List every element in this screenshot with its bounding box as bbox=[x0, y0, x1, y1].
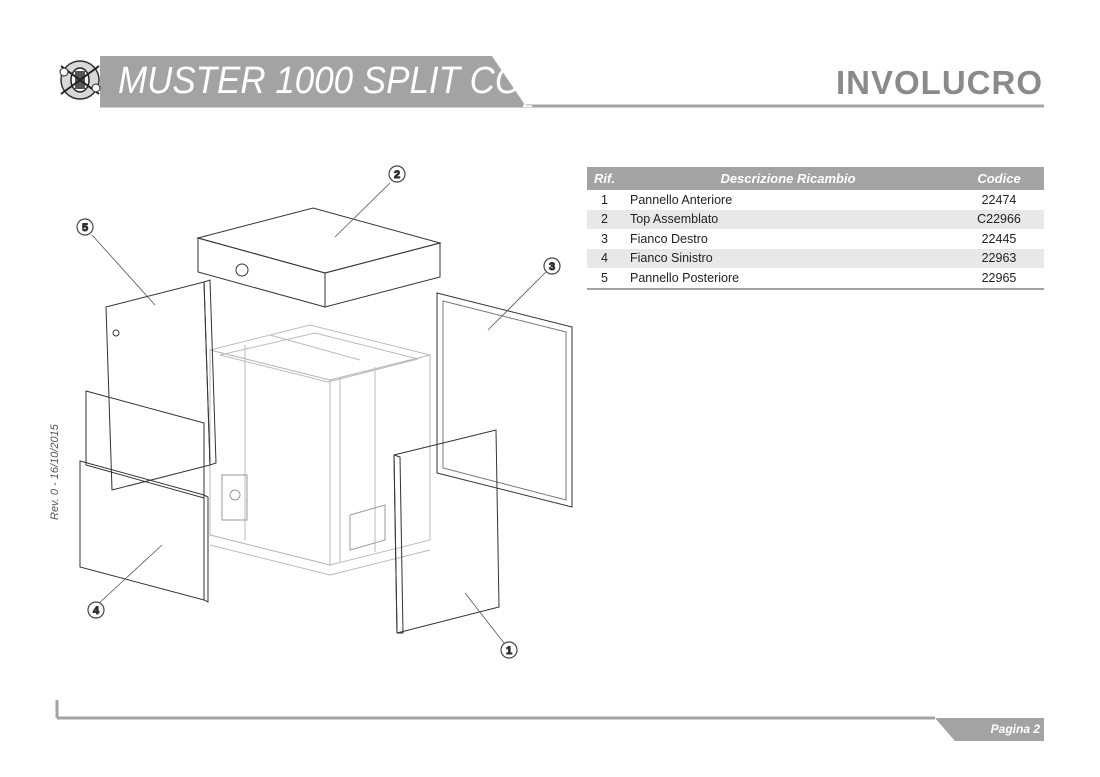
callout-1: 1 bbox=[500, 641, 518, 659]
callout-3: 3 bbox=[543, 257, 561, 275]
header-code: Codice bbox=[954, 167, 1044, 190]
row-code: 22965 bbox=[954, 268, 1044, 290]
table-row: 4 Fianco Sinistro 22963 bbox=[587, 248, 1044, 268]
row-ref: 1 bbox=[601, 192, 608, 207]
row-description: Pannello Anteriore bbox=[630, 192, 733, 207]
table-row: 3 Fianco Destro 22445 bbox=[587, 229, 1044, 249]
row-code: C22966 bbox=[954, 209, 1044, 229]
svg-text:1: 1 bbox=[506, 645, 512, 657]
rear-panel bbox=[105, 279, 217, 491]
table-row: 5 Pannello Posteriore 22965 bbox=[587, 268, 1044, 290]
compressor-logo-icon bbox=[59, 60, 101, 100]
revision-label: Rev. 0 - 16/10/2015 bbox=[49, 424, 61, 520]
header-band bbox=[59, 56, 1044, 108]
svg-text:5: 5 bbox=[82, 222, 88, 234]
row-description: Fianco Sinistro bbox=[622, 248, 954, 268]
table-row: 2 Top Assemblato C22966 bbox=[587, 209, 1044, 229]
callout-5: 5 bbox=[76, 218, 94, 236]
svg-text:2: 2 bbox=[394, 169, 400, 181]
row-ref: 2 bbox=[587, 209, 622, 229]
row-description: Fianco Destro bbox=[630, 231, 708, 246]
callout-2: 2 bbox=[388, 165, 406, 183]
page-number: Pagina 2 bbox=[990, 722, 1040, 736]
product-title-subscript: 2 bbox=[523, 87, 535, 112]
right-side-panel bbox=[436, 292, 573, 508]
header-description: Descrizione Ricambio bbox=[622, 167, 954, 190]
product-title: MUSTER 1000 SPLIT CO2 bbox=[118, 60, 535, 112]
row-description: Pannello Posteriore bbox=[622, 268, 954, 290]
front-panel bbox=[393, 429, 500, 634]
frame-structure bbox=[209, 324, 431, 576]
exploded-view-drawing: 2 5 3 4 1 bbox=[76, 165, 573, 659]
row-ref: 5 bbox=[587, 268, 622, 290]
callout-4: 4 bbox=[87, 601, 105, 619]
svg-text:4: 4 bbox=[93, 605, 100, 617]
table-row: 1 Pannello Anteriore 22474 bbox=[587, 190, 1044, 210]
row-code: 22963 bbox=[954, 248, 1044, 268]
footer-band bbox=[55, 700, 1044, 741]
header-ref: Rif. bbox=[587, 167, 622, 190]
left-side-panel bbox=[79, 390, 209, 603]
parts-table: Rif. Descrizione Ricambio Codice 1 Panne… bbox=[587, 167, 1044, 290]
row-ref: 3 bbox=[601, 231, 608, 246]
top-panel bbox=[196, 207, 442, 308]
row-code: 22445 bbox=[981, 231, 1017, 246]
table-header-row: Rif. Descrizione Ricambio Codice bbox=[587, 167, 1044, 190]
svg-text:3: 3 bbox=[549, 261, 555, 273]
row-description: Top Assemblato bbox=[622, 209, 954, 229]
row-code: 22474 bbox=[981, 192, 1017, 207]
section-title: INVOLUCRO bbox=[836, 64, 1043, 101]
row-ref: 4 bbox=[587, 248, 622, 268]
